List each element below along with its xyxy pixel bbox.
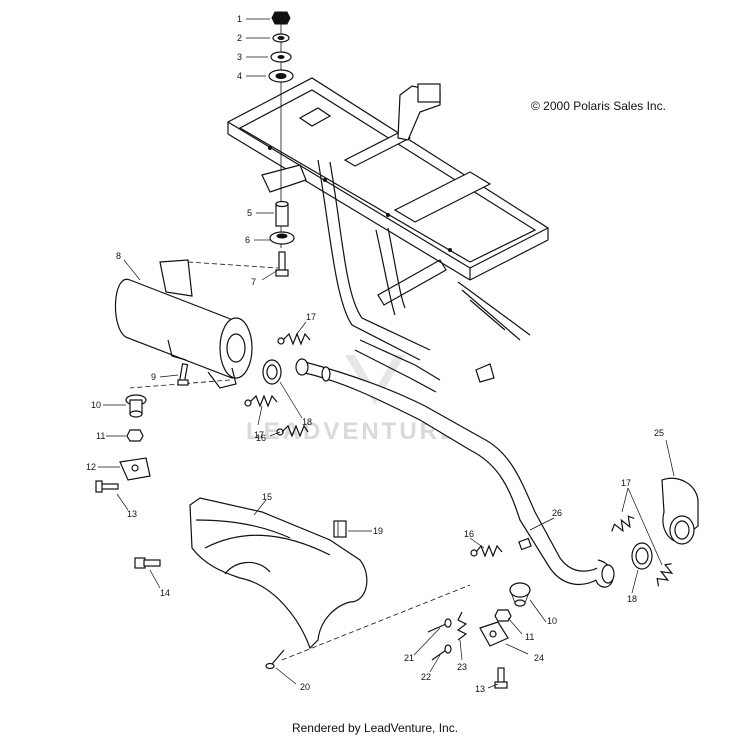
exhaust-flange-25 <box>661 477 699 545</box>
callout-18-right: 18 <box>627 594 637 604</box>
callout-17-upper: 17 <box>306 312 316 322</box>
footer-credit: Rendered by LeadVenture, Inc. <box>291 721 459 735</box>
callout-1: 1 <box>237 14 242 24</box>
callout-labels: 1 2 3 4 5 6 7 8 9 10 11 12 13 14 15 16 1… <box>86 14 664 694</box>
gasket-18-right <box>631 542 653 570</box>
callout-26: 26 <box>552 508 562 518</box>
rubber-mount-10-right <box>509 582 531 607</box>
spring-16-right <box>470 544 503 558</box>
muffler <box>114 259 279 389</box>
bolt-13 <box>95 480 119 493</box>
callout-10: 10 <box>91 400 101 410</box>
nut-11-right <box>494 609 512 622</box>
callout-8: 8 <box>116 251 121 261</box>
callout-25: 25 <box>654 428 664 438</box>
rivet-22 <box>431 644 452 661</box>
callout-18-left: 18 <box>302 417 312 427</box>
spring-23 <box>456 611 468 641</box>
callout-14: 14 <box>160 588 170 598</box>
spring-17-lower <box>244 394 278 408</box>
callout-20: 20 <box>300 682 310 692</box>
callout-22: 22 <box>421 672 431 682</box>
watermark-text: LEADVENTURE <box>246 418 460 445</box>
bracket-12 <box>119 457 151 481</box>
bracket-24 <box>479 621 509 647</box>
callout-6: 6 <box>245 235 250 245</box>
copyright-text: © 2000 Polaris Sales Inc. <box>531 99 666 113</box>
spring-17-right-b <box>656 563 674 587</box>
callout-17-right: 17 <box>621 478 631 488</box>
bolt-13-right <box>494 667 508 689</box>
heat-shield <box>189 497 368 650</box>
callout-2: 2 <box>237 33 242 43</box>
callout-12: 12 <box>86 462 96 472</box>
callout-16-right: 16 <box>464 529 474 539</box>
callout-13-right: 13 <box>475 684 485 694</box>
callout-15: 15 <box>262 492 272 502</box>
bolt-9 <box>177 363 189 386</box>
callout-23: 23 <box>457 662 467 672</box>
gasket-18-left <box>262 359 282 385</box>
callout-19: 19 <box>373 526 383 536</box>
rubber-mount-10 <box>125 394 147 418</box>
callout-11-right: 11 <box>525 632 534 642</box>
rivet-21 <box>427 618 452 633</box>
callout-24: 24 <box>534 653 544 663</box>
nut-11 <box>126 429 144 442</box>
head-pipe <box>295 358 615 588</box>
callout-5: 5 <box>247 208 252 218</box>
mount-hardware-stack <box>268 11 295 277</box>
bolt-14 <box>134 557 161 569</box>
callout-10-right: 10 <box>547 616 557 626</box>
callout-13: 13 <box>127 509 137 519</box>
callout-11: 11 <box>96 431 105 441</box>
callout-16: 16 <box>256 433 266 443</box>
callout-9: 9 <box>151 372 156 382</box>
callout-21: 21 <box>404 653 414 663</box>
callout-17-lower: 17 <box>254 430 264 440</box>
frame-assembly <box>226 77 550 393</box>
spring-16-left <box>276 424 309 438</box>
clip-19 <box>333 520 347 538</box>
callout-7: 7 <box>251 277 256 287</box>
leader-lines <box>98 18 675 689</box>
spring-17-right-a <box>611 515 635 533</box>
screw-20 <box>265 584 471 670</box>
spring-17-upper <box>277 332 311 346</box>
callout-4: 4 <box>237 71 242 81</box>
callout-3: 3 <box>237 52 242 62</box>
